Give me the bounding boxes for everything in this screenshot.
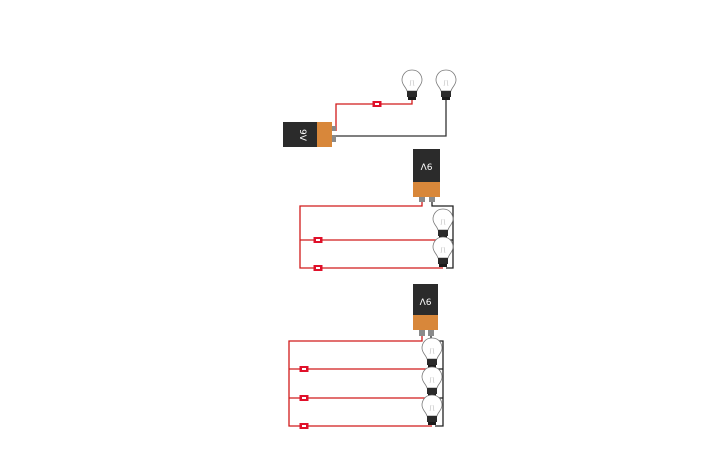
- negative-wire: [431, 202, 454, 269]
- bulb-icon[interactable]: [432, 208, 454, 240]
- battery-icon[interactable]: 9V: [283, 122, 336, 147]
- negative-wire: [336, 96, 447, 137]
- parallel-circuit-three-bulbs: 9V: [288, 284, 444, 429]
- resistor-icon[interactable]: [299, 423, 309, 429]
- parallel-circuit-two-bulbs: 9V: [299, 149, 454, 271]
- resistor-icon[interactable]: [372, 101, 382, 107]
- bulb-icon[interactable]: [432, 236, 454, 268]
- bulb-icon[interactable]: [421, 366, 443, 398]
- bulb-icon[interactable]: [421, 337, 443, 369]
- positive-wire: [288, 336, 432, 427]
- bulb-icon[interactable]: [421, 394, 443, 426]
- battery-label: 9V: [297, 129, 307, 142]
- battery-icon[interactable]: 9V: [413, 149, 440, 202]
- bulb-icon[interactable]: [401, 69, 423, 101]
- resistor-icon[interactable]: [313, 237, 323, 243]
- positive-wire: [299, 202, 443, 269]
- bulb-icon[interactable]: [435, 69, 457, 101]
- series-circuit: 9V: [283, 69, 457, 147]
- resistor-icon[interactable]: [299, 366, 309, 372]
- battery-icon[interactable]: 9V: [413, 284, 438, 336]
- battery-label: 9V: [420, 161, 433, 171]
- resistor-icon[interactable]: [299, 395, 309, 401]
- resistor-icon[interactable]: [313, 265, 323, 271]
- battery-label: 9V: [419, 296, 432, 306]
